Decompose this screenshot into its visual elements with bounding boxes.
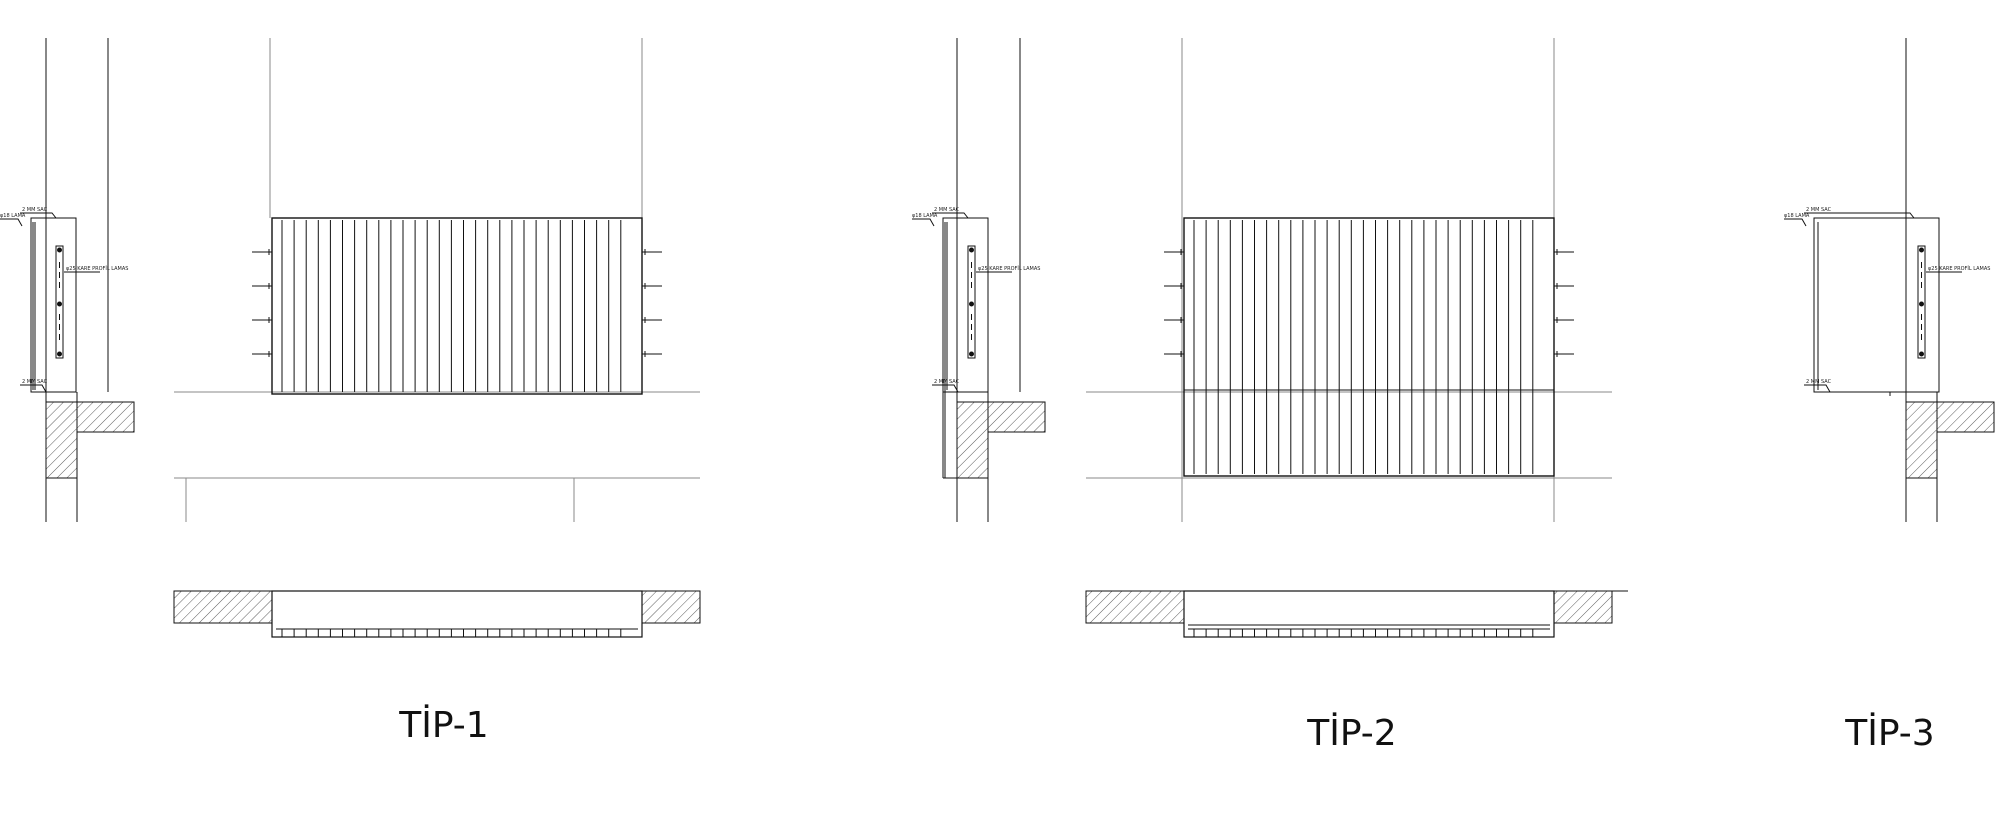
tip-2-note-lama: φ18 LAMA — [912, 213, 938, 219]
tip-3-section-view — [1784, 38, 1995, 522]
tip-3-note-sac-bottom: 2 MM SAC — [1806, 379, 1832, 385]
tip-2-title: TİP-2 — [1306, 712, 1396, 754]
tip-1-elevation-view — [174, 38, 700, 522]
tip-2-section-wall-hatch — [956, 401, 1046, 479]
tip-1-note-profil: φ25 KARE PROFİL LAMAS — [66, 265, 128, 272]
tip-1-anchors — [252, 249, 662, 357]
tip-1-plan-view — [173, 590, 701, 638]
tip-1-note-sac-top: 2 MM SAC — [22, 207, 48, 213]
tip-3-note-profil: φ25 KARE PROFİL LAMAS — [1928, 265, 1990, 272]
tip-3-note-lama: φ18 LAMA — [1784, 213, 1810, 219]
tip-2-section-view — [912, 38, 1046, 522]
tip-1-grille-bars — [281, 220, 622, 392]
tip-2-plan-view — [1085, 590, 1628, 638]
tip-1-note-sac-bottom: 2 MM SAC — [22, 379, 48, 385]
tip-3-detail: 2 MM SAC φ18 LAMA φ25 KARE PROFİL LAMAS … — [1784, 38, 1995, 754]
tip-1-note-lama: φ18 LAMA — [0, 213, 26, 219]
tip-2-grille-frame — [1183, 217, 1555, 477]
tip-1-detail: 2 MM SAC φ18 LAMA φ25 KARE PROFİL LAMAS … — [0, 38, 701, 746]
tip-2-note-sac-bottom: 2 MM SAC — [934, 379, 960, 385]
tip-2-plan-bars — [1193, 629, 1534, 637]
tip-2-elevation-view — [1086, 38, 1612, 522]
tip-1-section-wall-hatch — [45, 401, 135, 479]
tip-2-note-sac-top: 2 MM SAC — [934, 207, 960, 213]
tip-3-section-wall-hatch — [1905, 401, 1995, 479]
tip-2-note-profil: φ25 KARE PROFİL LAMAS — [978, 265, 1040, 272]
tip-2-anchors — [1164, 249, 1574, 357]
tip-1-grille-frame — [271, 217, 643, 395]
tip-1-plan-bars — [281, 629, 622, 637]
tip-3-title: TİP-3 — [1844, 712, 1934, 754]
tip-2-detail: 2 MM SAC φ18 LAMA φ25 KARE PROFİL LAMAS … — [912, 38, 1628, 754]
tip-3-note-sac-top: 2 MM SAC — [1806, 207, 1832, 213]
tip-1-section-view — [0, 38, 135, 522]
tip-2-grille-bars — [1193, 220, 1534, 474]
tip-1-title: TİP-1 — [398, 704, 488, 746]
